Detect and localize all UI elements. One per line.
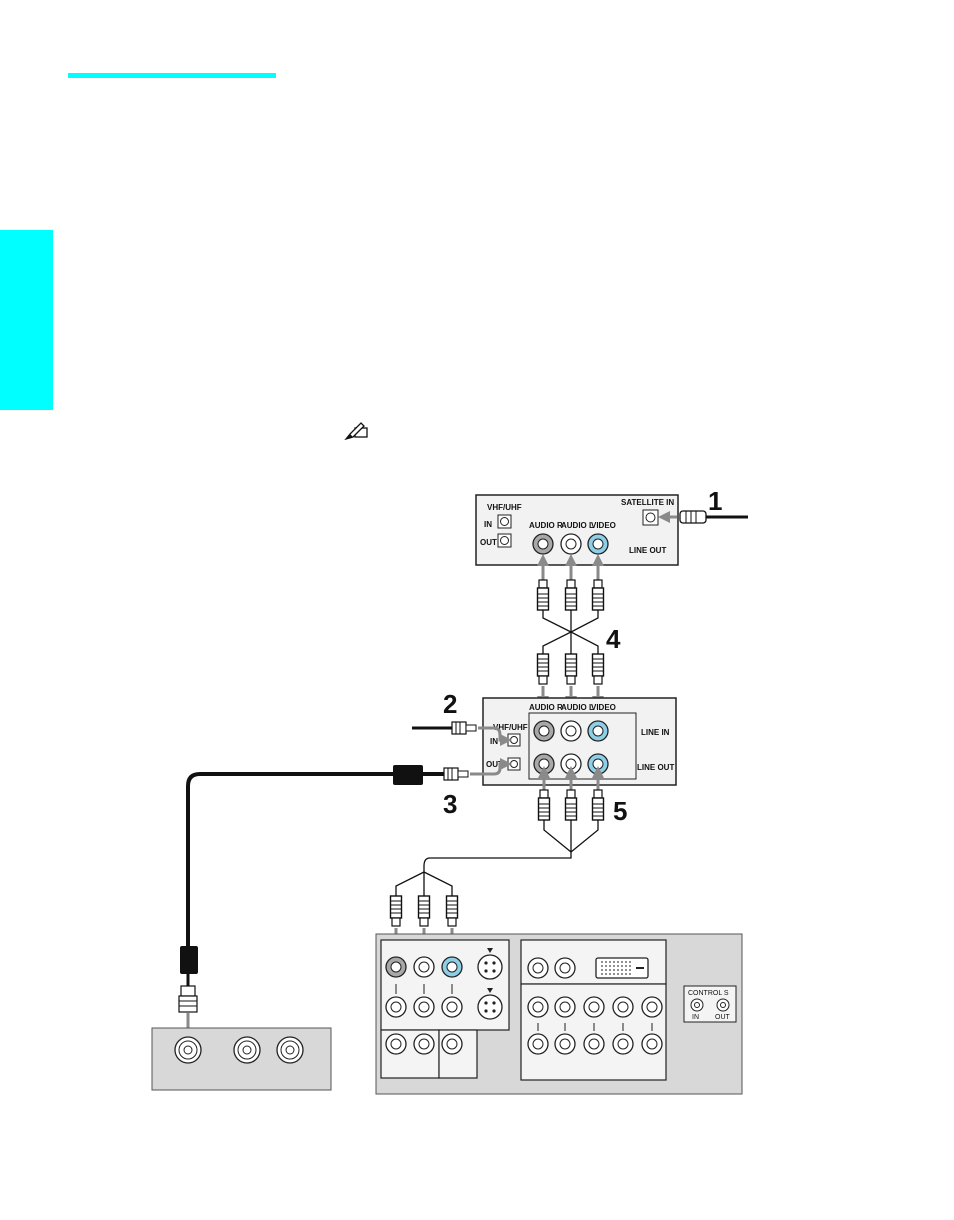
satellite-audio-l-label: AUDIO L [561, 521, 594, 530]
tv-dvi-connector[interactable] [596, 958, 648, 978]
vcr: AUDIO R AUDIO L VIDEO VHF/UHF IN OUT LIN… [483, 698, 676, 785]
step-number: 5 [613, 796, 627, 826]
satellite-video-label: VIDEO [591, 521, 616, 530]
satellite-audio-r-label: AUDIO R [529, 521, 563, 530]
step-number: 1 [708, 486, 722, 516]
vcr-audio-r-label: AUDIO R [529, 703, 563, 712]
tv-control-s-in-jack[interactable] [691, 999, 703, 1011]
vcr-in-label: IN [490, 737, 498, 746]
tv-antenna-panel [152, 1028, 331, 1090]
av-cable-step4 [538, 560, 604, 702]
satellite-vhf-out-jack[interactable] [498, 534, 511, 547]
step-number: 2 [443, 689, 457, 719]
satellite-out-label: OUT [480, 538, 497, 547]
ferrite-core [393, 765, 423, 785]
tv-antenna-jack[interactable] [234, 1037, 260, 1063]
tv-antenna-in-jack[interactable] [175, 1037, 201, 1063]
satellite-receiver: VHF/UHF IN OUT SATELLITE IN AUDIO R AUDI… [476, 495, 678, 565]
av-cable-step5 [391, 772, 604, 955]
step-number: 4 [606, 624, 621, 654]
vcr-vhf-out-jack[interactable] [508, 758, 520, 770]
satellite-in-jack[interactable] [643, 510, 658, 525]
tv-video1-s-video-jack[interactable] [478, 955, 502, 979]
vcr-line-out-label: LINE OUT [637, 763, 674, 772]
ferrite-core [180, 946, 198, 974]
vcr-audio-l-label: AUDIO L [561, 703, 594, 712]
tv-control-s-label: CONTROL S [688, 990, 729, 997]
tv-back-panel: CONTROL S IN OUT [376, 934, 742, 1094]
tv-control-s-out-jack[interactable] [717, 999, 729, 1011]
vcr-video-label: VIDEO [591, 703, 616, 712]
tv-control-s-in-label: IN [692, 1014, 699, 1021]
vcr-vhf-in-jack[interactable] [508, 734, 520, 746]
satellite-line-out-label: LINE OUT [629, 546, 666, 555]
step-number: 3 [443, 789, 457, 819]
tv-antenna-jack[interactable] [277, 1037, 303, 1063]
satellite-vhf-in-jack[interactable] [498, 515, 511, 528]
satellite-in-label: IN [484, 520, 492, 529]
satellite-vhf-uhf-label: VHF/UHF [487, 503, 522, 512]
vcr-line-in-label: LINE IN [641, 728, 670, 737]
satellite-in-jack-label: SATELLITE IN [621, 498, 674, 507]
tv-video2-s-video-jack[interactable] [478, 995, 502, 1019]
tv-control-s-out-label: OUT [715, 1014, 731, 1021]
